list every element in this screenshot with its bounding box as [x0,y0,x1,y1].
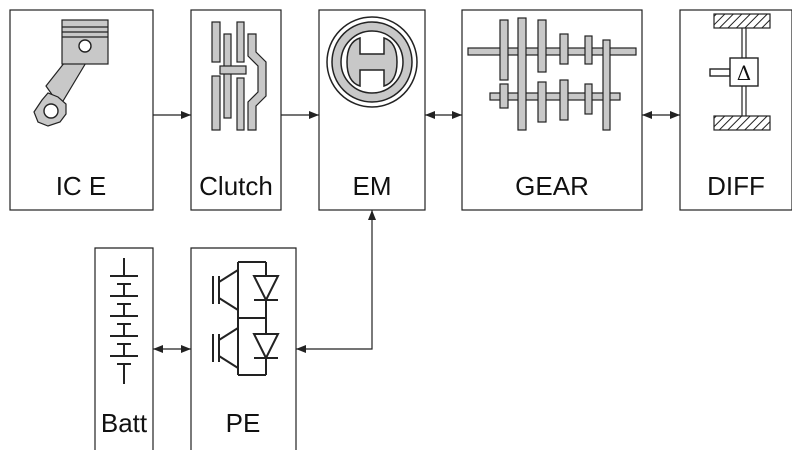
gearbox-icon [467,17,637,131]
pe-block: PE [190,247,297,450]
pe-label: PE [226,408,261,438]
differential-icon: Δ [709,13,771,131]
diff-block: Δ DIFF [679,9,792,211]
em-label: EM [353,171,392,201]
clutch-box [190,9,282,211]
ice-block: IC E [9,9,154,211]
ice-label: IC E [56,171,107,201]
batt-label: Batt [101,408,148,438]
gear-block: GEAR [461,9,643,211]
gear-label: GEAR [515,171,589,201]
gear-box [461,9,643,211]
clutch-label: Clutch [199,171,273,201]
battery-icon [110,258,138,384]
clutch-icon [211,21,267,131]
engine-piston-icon [33,19,109,127]
batt-block: Batt [94,247,154,450]
delta-symbol: Δ [737,61,751,85]
diff-label: DIFF [707,171,765,201]
em-block: EM [318,9,426,211]
electric-motor-icon [326,16,418,108]
diff-box [679,9,792,211]
igbt-inverter-icon [212,261,280,376]
pe-em-link [296,210,376,353]
clutch-block: Clutch [190,9,282,211]
